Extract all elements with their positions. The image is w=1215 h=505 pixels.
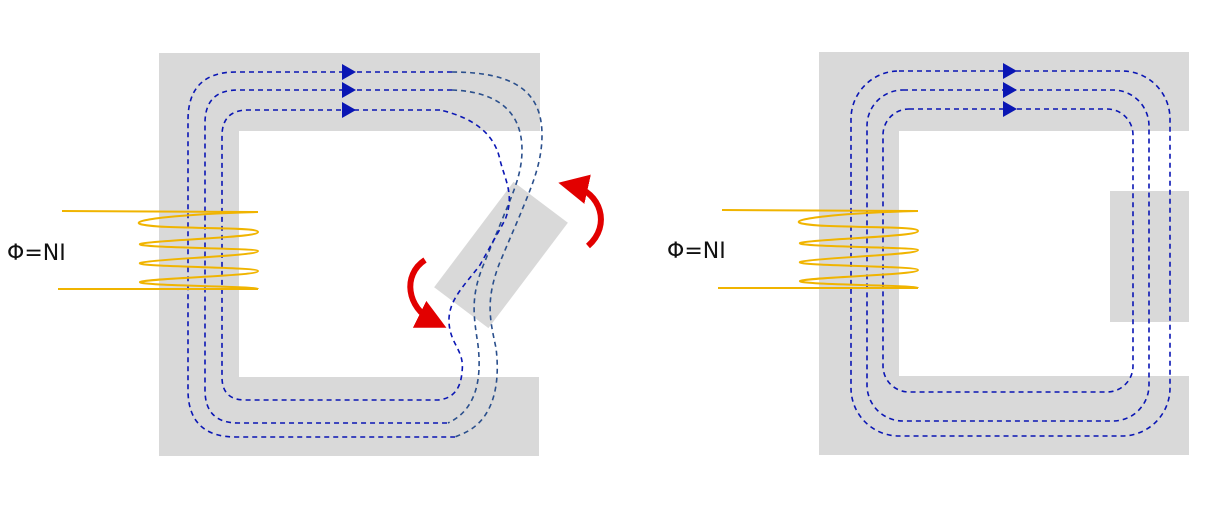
left-coil-lead-top [61, 210, 259, 213]
left-core-bottom-yoke [159, 377, 539, 456]
right-flux-path-inner [882, 108, 1134, 393]
right-core [819, 52, 1189, 455]
right-coil-windings [797, 210, 920, 289]
rotation-arrow-lower [407, 257, 447, 328]
left-flux-arrowhead-middle [342, 82, 356, 98]
right-core-bottom-yoke [819, 376, 1189, 455]
rotation-arrow-upper [558, 174, 604, 249]
right-flux-path-middle [866, 89, 1150, 422]
left-flux-path-outer [187, 71, 455, 438]
right-coil-label: Φ=NI [667, 239, 726, 264]
left-flux-path-outer-bent [451, 71, 543, 438]
left-flux-arrowhead-outer [342, 64, 356, 80]
right-diagram: Φ=NI [667, 52, 1189, 455]
right-coil-lead-top [721, 209, 919, 212]
left-coil-windings [137, 211, 260, 290]
right-flux-arrows [1003, 63, 1017, 117]
left-coil [58, 210, 260, 290]
right-flux-arrowhead-inner [1003, 101, 1017, 117]
left-flux-arrows [342, 64, 356, 118]
left-flux-path-middle-bent [447, 89, 523, 424]
left-core [159, 53, 568, 456]
left-flux-arrowhead-inner [342, 102, 356, 118]
left-coil-label: Φ=NI [7, 241, 66, 266]
left-diagram: Φ=NI [7, 53, 604, 456]
left-flux-path-inner [221, 109, 511, 401]
left-rotation-arrows [407, 174, 604, 328]
right-coil [718, 209, 920, 289]
right-flux-arrowhead-outer [1003, 63, 1017, 79]
left-flux-path-middle [204, 89, 452, 424]
left-rotating-keeper [434, 181, 568, 329]
right-flux-arrowhead-middle [1003, 82, 1017, 98]
